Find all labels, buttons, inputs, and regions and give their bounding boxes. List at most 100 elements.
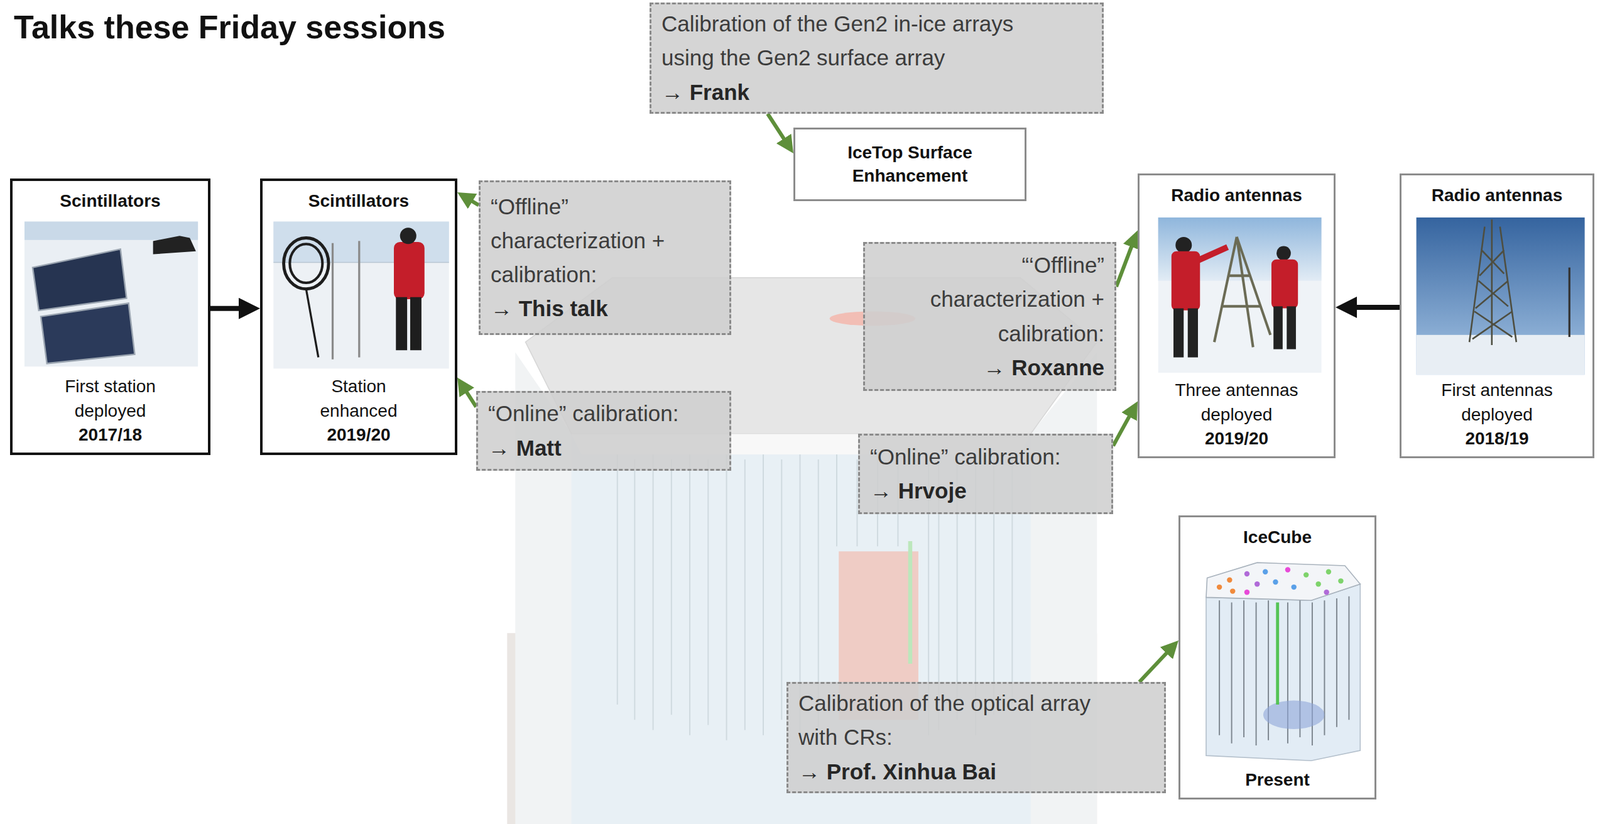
antenna-photo (1276, 246, 1291, 261)
callout-arrow (1139, 648, 1171, 682)
icecube-detector (1285, 566, 1291, 572)
callout-box: Calibration of the Gen2 in-ice arrays us… (649, 2, 1104, 114)
station-photo (283, 238, 329, 289)
station-photo (393, 241, 425, 300)
antenna-photo (1273, 305, 1283, 349)
icecube-detector (1272, 579, 1278, 585)
detector-background (908, 540, 913, 664)
icecube-detector (1244, 571, 1250, 577)
box-heading: Radio antennas (1406, 184, 1588, 207)
flow-arrow (1349, 304, 1400, 310)
box-caption: 2018/19 (1464, 426, 1529, 452)
tower-photo (1416, 217, 1585, 375)
icecube-detector (1303, 571, 1309, 577)
station-photo (358, 240, 360, 357)
callout-arrow (1113, 410, 1132, 446)
callout-box: Calibration of the optical array with CR… (786, 681, 1166, 793)
scintillator-photo (24, 221, 198, 367)
callout-box: “Online” calibration:→ Hrvoje (858, 433, 1114, 514)
station-photo (395, 297, 408, 350)
speaker-name: → This talk (490, 291, 720, 326)
box-caption: 2019/20 (326, 422, 391, 448)
scintillator-photo (40, 302, 135, 364)
tower-photo (1469, 219, 1517, 345)
photo-box: ScintillatorsFirst station deployed2017/… (10, 178, 211, 455)
station-photo (400, 227, 417, 244)
station-photo (331, 243, 334, 360)
speaker-name: → Prof. Xinhua Bai (798, 754, 1113, 789)
callout-arrow (767, 113, 788, 144)
box-heading: Scintillators (17, 189, 203, 213)
callout-text: “‘Offline” characterization + calibratio… (875, 248, 1105, 351)
icecube-detector (1219, 596, 1349, 746)
icecube-detector (1263, 699, 1325, 729)
icecube-detector (1315, 581, 1321, 587)
icecube-detector (1326, 569, 1332, 575)
scintillator-photo (153, 235, 196, 254)
component-box: IceTop Surface Enhancement (793, 127, 1027, 202)
photo-box: ScintillatorsStation enhanced2019/20 (260, 178, 458, 455)
station-photo (273, 221, 449, 369)
scintillator-photo (24, 221, 198, 367)
box-label: IceTop Surface Enhancement (802, 141, 1018, 188)
box-caption: First station deployed (45, 374, 176, 423)
callout-arrow (1116, 240, 1134, 287)
scintillator-photo (24, 221, 198, 240)
box-heading: Radio antennas (1144, 184, 1329, 207)
antenna-photo (1173, 308, 1184, 358)
speaker-name: → Matt (488, 430, 720, 465)
callout-text: “Offline” characterization + calibration… (490, 189, 720, 293)
icecube-detector (1275, 601, 1279, 704)
photo-box: Radio antennasFirst antennas deployed201… (1399, 173, 1595, 458)
callout-arrow (463, 386, 477, 407)
icecube-detector (1206, 562, 1361, 761)
antenna-photo (1158, 217, 1322, 373)
icecube-detector (1254, 581, 1260, 587)
antenna-photo (1214, 236, 1271, 347)
antenna-photo (1286, 305, 1296, 349)
station-photo (410, 297, 422, 350)
photo-box: IceCubePresent (1178, 515, 1377, 800)
icecube-detector (1262, 569, 1268, 575)
icecube-detector (1244, 589, 1250, 595)
speaker-name: → Roxanne (875, 350, 1105, 385)
callout-arrow (466, 197, 479, 205)
antenna-photo (1197, 246, 1228, 261)
tower-photo (1416, 217, 1585, 375)
icecube-detector (1290, 584, 1296, 590)
antenna-photo (1171, 251, 1200, 311)
box-caption: First antennas deployed (1431, 378, 1563, 427)
antenna-photo (1158, 217, 1322, 373)
tower-photo (1568, 267, 1571, 337)
antenna-photo (1175, 236, 1192, 254)
callout-text: Calibration of the Gen2 in-ice arrays us… (661, 6, 1064, 76)
diagram-title: Talks these Friday sessions (13, 7, 446, 47)
callout-box: “‘Offline” characterization + calibratio… (863, 241, 1117, 391)
box-caption: Three antennas deployed (1171, 378, 1303, 427)
scintillator-photo (32, 248, 127, 310)
icecube-detector (1229, 587, 1236, 594)
station-photo (305, 288, 318, 358)
icecube-detector (1338, 577, 1344, 583)
callout-text: “Online” calibration: (870, 439, 1102, 474)
callout-box: “Offline” characterization + calibration… (478, 180, 732, 335)
icecube-detector (1206, 562, 1361, 600)
icecube-detector (1226, 577, 1232, 583)
callout-text: “Online” calibration: (488, 396, 720, 431)
flow-arrow (210, 305, 247, 311)
connectors (210, 113, 1400, 682)
callout-text: Calibration of the optical array with CR… (798, 685, 1113, 755)
photo-box: Radio antennasThree antennas deployed201… (1137, 173, 1336, 458)
icecube-detector (1323, 589, 1329, 595)
speaker-name: → Hrvoje (870, 473, 1102, 508)
speaker-name: → Frank (661, 75, 1064, 110)
tower-photo (1416, 334, 1585, 375)
station-photo (289, 243, 323, 283)
box-caption: 2017/18 (78, 422, 142, 448)
antenna-photo (1187, 308, 1198, 358)
station-photo (273, 221, 449, 369)
icecube-detector (1206, 583, 1361, 761)
box-caption: Present (1245, 767, 1310, 793)
box-caption: 2019/20 (1204, 426, 1269, 452)
